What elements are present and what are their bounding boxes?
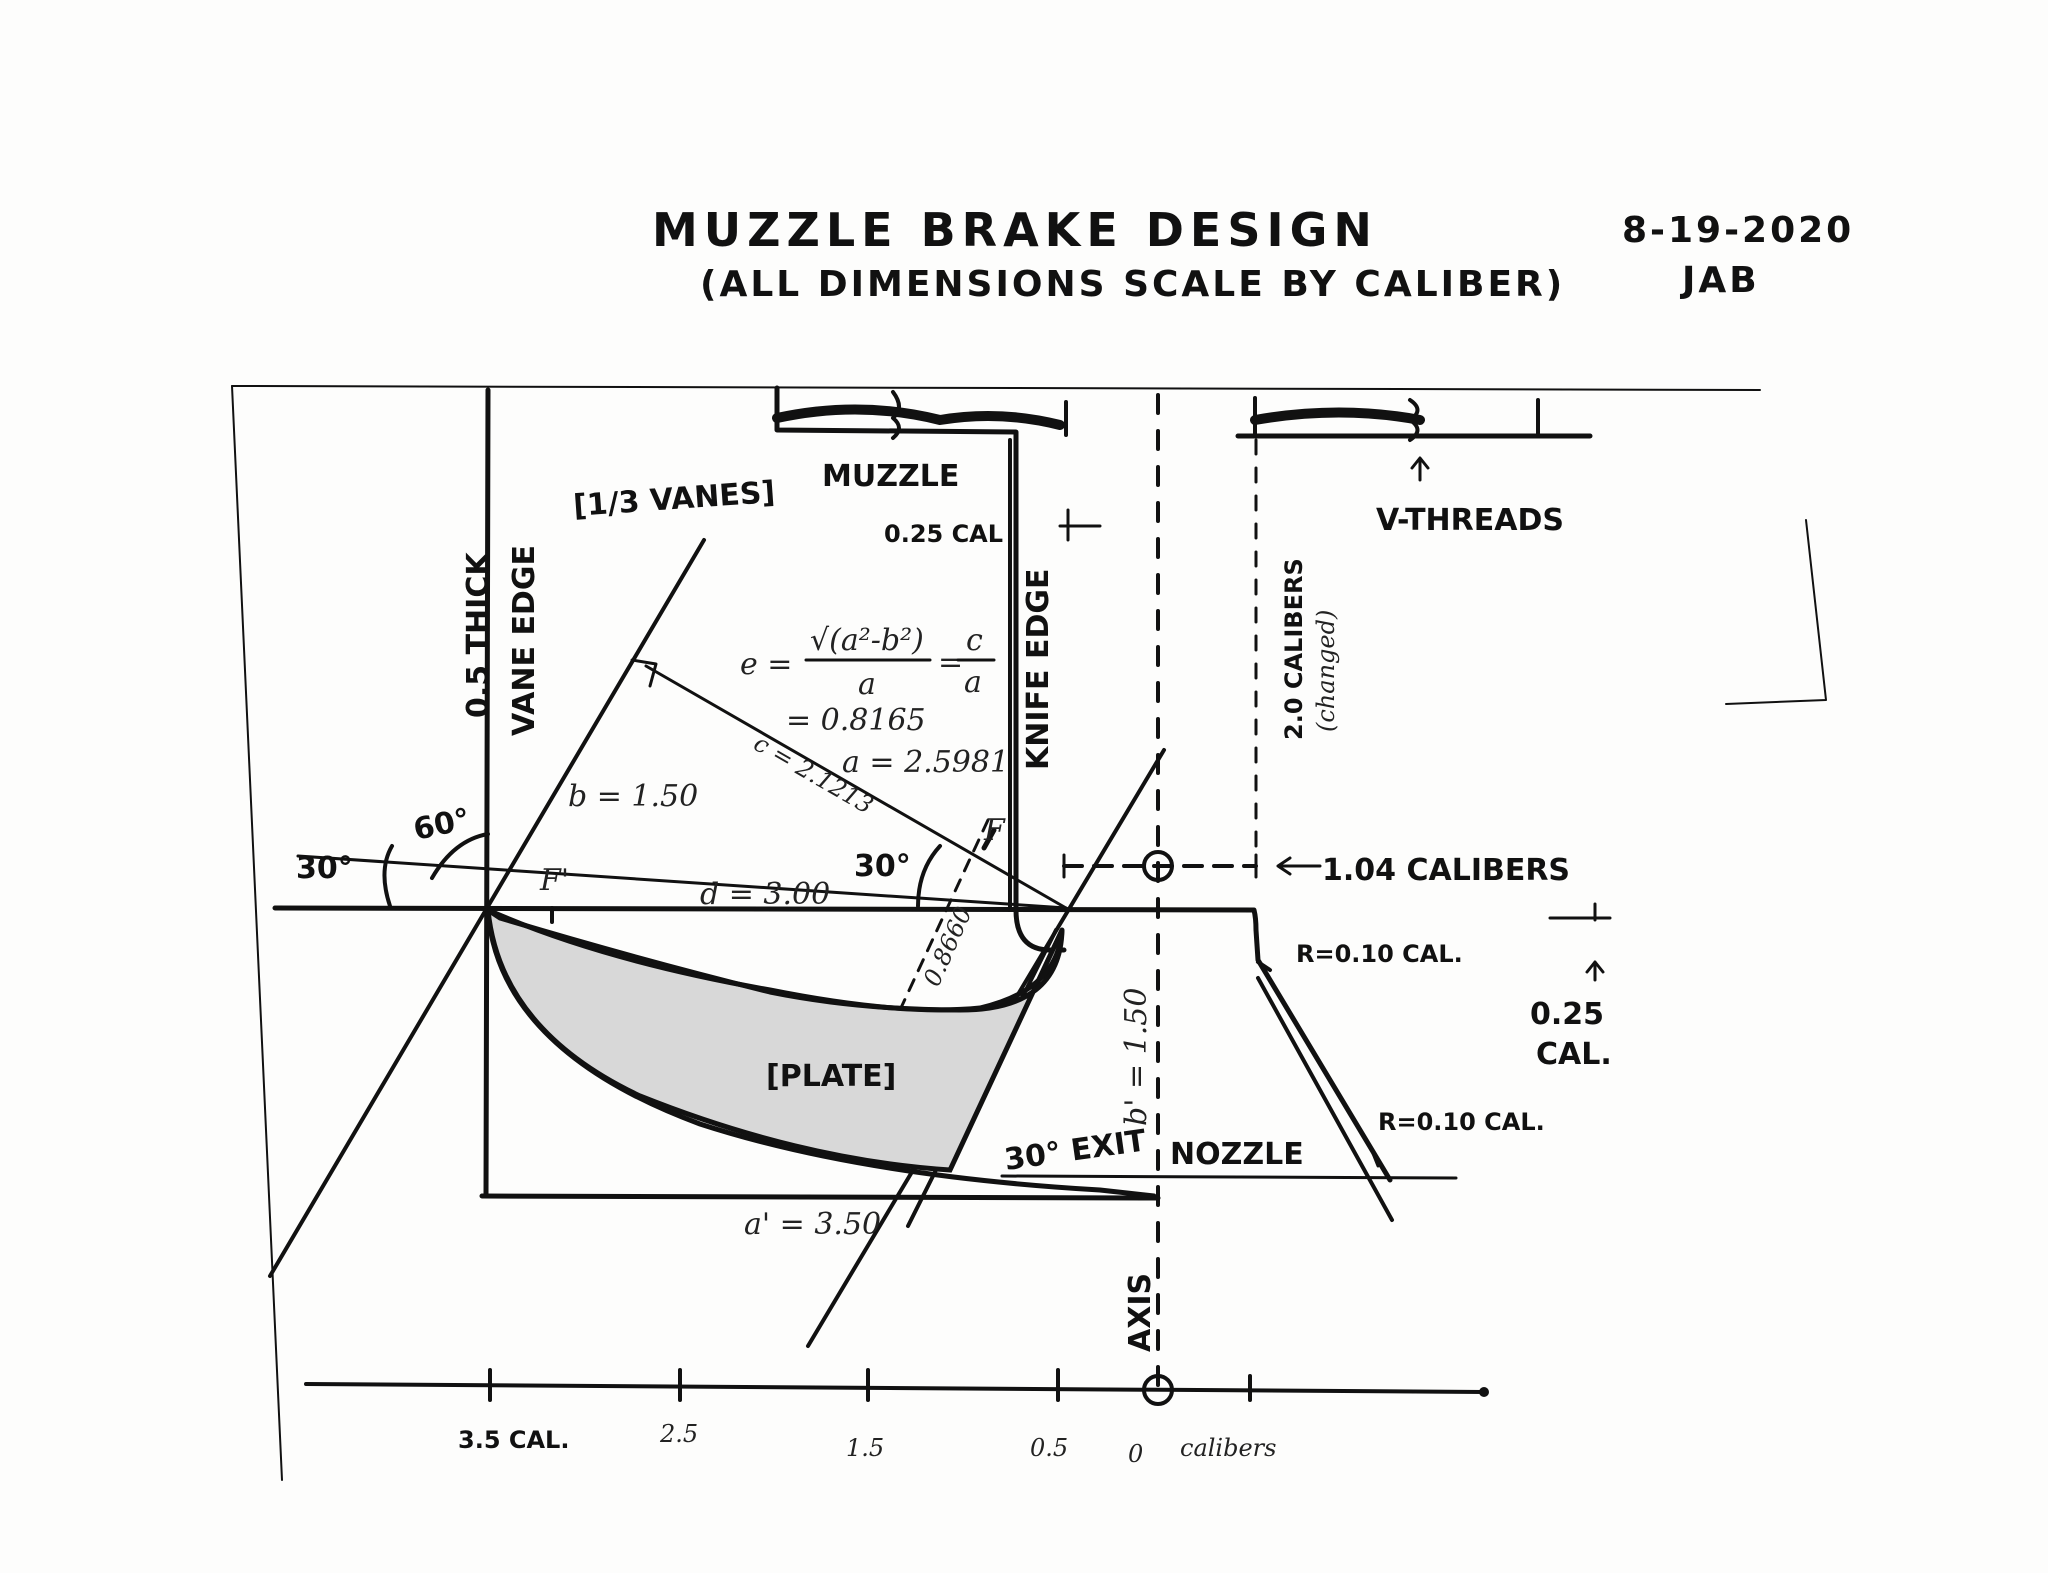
muzzle-hatch: [772, 404, 1065, 430]
right-angle-mark: [630, 658, 658, 688]
scale-tick-15: 1.5: [846, 1434, 884, 1462]
scale-tick-25: 2.5: [659, 1420, 698, 1448]
plate-label: [PLATE]: [766, 1059, 896, 1094]
angle-30-arc-left: [382, 844, 394, 908]
hyperbola-arc-lower: [485, 909, 1157, 1199]
knife-edge-label: KNIFE EDGE: [1021, 569, 1056, 770]
initials-label: JAB: [1679, 260, 1760, 301]
nozzle-label: NOZZLE: [1170, 1137, 1304, 1172]
vanes-label: [1/3 VANES]: [572, 475, 776, 524]
r-bottom-leader: [1368, 1144, 1380, 1168]
exit-label: 30° EXIT: [1002, 1123, 1148, 1178]
angle-60-arc: [430, 832, 490, 880]
calibers-2-label: 2.0 CALIBERS: [1280, 558, 1308, 740]
ecc-e: e =: [740, 647, 792, 682]
ecc-den: a: [858, 667, 876, 702]
cal025-right-unit: CAL.: [1536, 1037, 1612, 1072]
r-top-leader: [1256, 960, 1272, 972]
calibers-104-ticks: [1062, 853, 1258, 879]
calibers-104-label: 1.04 CALIBERS: [1322, 853, 1570, 888]
base-line-a-prime: [479, 1193, 1161, 1201]
b-minor-value: 0.8660: [918, 902, 978, 990]
b-value: b = 1.50: [568, 779, 698, 814]
page-title: MUZZLE BRAKE DESIGN: [652, 203, 1378, 257]
date-label: 8-19-2020: [1622, 210, 1854, 251]
ecc-c: c: [966, 623, 983, 658]
plate-shape: [484, 904, 1065, 1173]
scale-ticks: [488, 1368, 1252, 1402]
cal025-right-value: 0.25: [1530, 997, 1604, 1032]
changed-label: (changed): [1312, 610, 1340, 732]
focus-mark: [981, 827, 997, 851]
frame-left-line: [231, 385, 283, 1481]
ecc-equals: =: [938, 645, 963, 680]
thread-break-mark: [1408, 398, 1420, 442]
thread-hatch: [1250, 407, 1425, 425]
scale-origin-symbol: [1142, 1374, 1174, 1406]
scale-tick-35: 3.5 CAL.: [458, 1426, 569, 1454]
ecc-value: = 0.8165: [786, 703, 926, 738]
page-subtitle: (ALL DIMENSIONS SCALE BY CALIBER): [700, 264, 1565, 305]
angle-30-arc-mid: [916, 844, 942, 908]
b-prime-value: b' = 1.50: [1119, 988, 1154, 1126]
baseline-d: [272, 905, 1393, 1183]
v-threads-label: V-THREADS: [1376, 503, 1564, 538]
cal025-label: 0.25 CAL: [884, 520, 1003, 548]
nozzle-exit-line: [1000, 1174, 1458, 1180]
cal025-tick-mark: [1058, 508, 1102, 542]
nozzle-right-diagonal: [1256, 976, 1394, 1222]
focus-label: F: [983, 813, 1006, 848]
scale-tick-05: 0.5: [1030, 1434, 1068, 1462]
v-threads-arrow: [1410, 456, 1430, 482]
a-value: a = 2.5981: [842, 745, 1009, 780]
axis-label: AXIS: [1123, 1273, 1158, 1352]
cal025-right-arrow: [1585, 960, 1605, 982]
focus-prime-label: F': [539, 863, 569, 898]
scale-unit: calibers: [1180, 1434, 1276, 1462]
diagonal-c-line: [644, 664, 1068, 910]
diagonal-30-line-left: [296, 854, 1068, 910]
vane-edge-label: VANE EDGE: [507, 545, 542, 736]
ecc-root: √(a²-b²): [810, 623, 924, 658]
vane-edge-line: [483, 387, 491, 1199]
scale-end-dot: [1479, 1387, 1489, 1397]
calibers-104-arrow: [1276, 856, 1322, 876]
frame-top-line: [231, 385, 1761, 391]
a-prime-value: a' = 3.50: [744, 1207, 881, 1242]
frame-right-mark: [1725, 519, 1827, 705]
muzzle-label: MUZZLE: [822, 459, 959, 494]
angle-30-mid: 30°: [854, 849, 911, 884]
minor-axis-dashed: [898, 818, 990, 1012]
r-bottom-label: R=0.10 CAL.: [1378, 1108, 1545, 1136]
muzzle-break-mark: [891, 390, 901, 440]
thick-label: 0.5 THICK: [461, 551, 496, 718]
ecc-a: a: [964, 665, 982, 700]
d-value: d = 3.00: [700, 877, 830, 912]
scale-tick-0: 0: [1128, 1440, 1143, 1468]
r-top-label: R=0.10 CAL.: [1296, 940, 1463, 968]
scale-axis-line: [304, 1382, 1486, 1394]
angle-30-left: 30°: [296, 851, 353, 886]
ellipse-arc-upper: [485, 907, 1065, 1013]
